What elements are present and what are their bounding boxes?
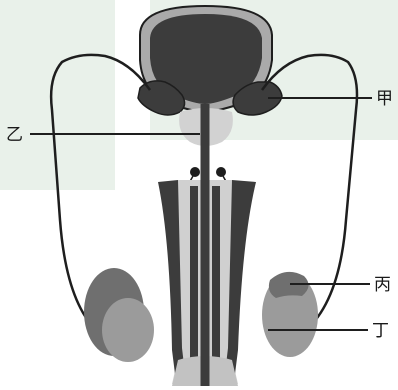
background-panel-left bbox=[0, 0, 115, 190]
label-ding: 丁 bbox=[372, 321, 389, 341]
testis-left bbox=[84, 268, 154, 362]
label-bing: 丙 bbox=[374, 275, 391, 295]
label-yi: 乙 bbox=[6, 125, 23, 145]
label-jia: 甲 bbox=[376, 89, 393, 109]
